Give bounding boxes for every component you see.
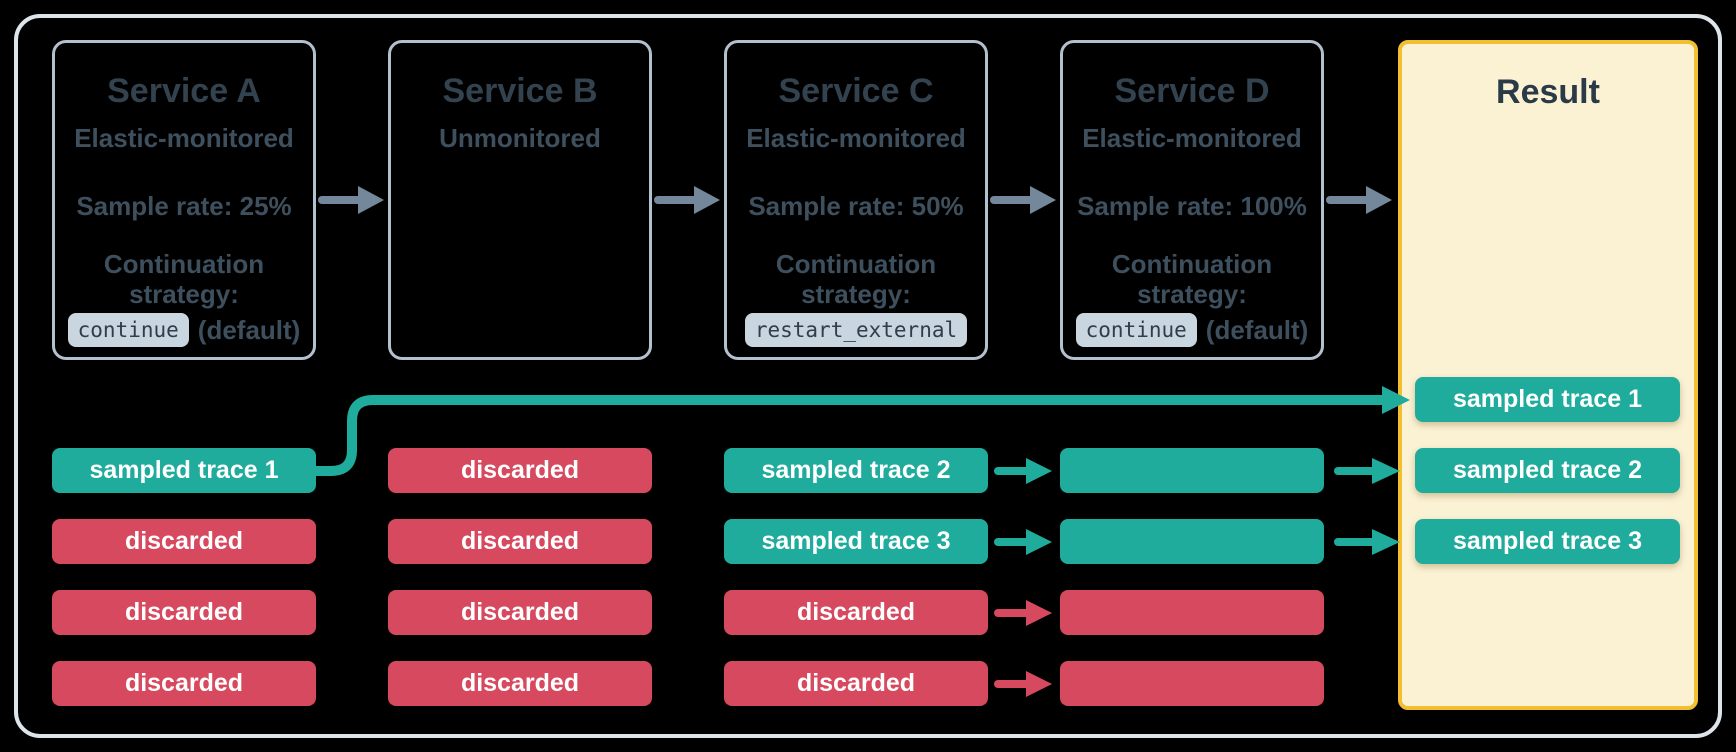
- service-continuation-label: Continuation strategy:: [103, 249, 265, 309]
- service-sample-rate: Sample rate: 25%: [76, 191, 292, 221]
- service-box-c: Service C Elastic-monitored Sample rate:…: [724, 40, 988, 360]
- service-box-b: Service B Unmonitored: [388, 40, 652, 360]
- strategy-code-badge: restart_external: [744, 313, 968, 347]
- trace-box: sampled trace 2: [724, 448, 988, 493]
- result-box: Result: [1398, 40, 1698, 710]
- service-continuation-label: Continuation strategy:: [775, 249, 937, 309]
- trace-box: discarded: [52, 590, 316, 635]
- trace-box: discarded: [388, 519, 652, 564]
- result-trace-box: sampled trace 3: [1415, 519, 1680, 564]
- trace-box: discarded: [724, 661, 988, 706]
- service-strategy-row: continue (default): [55, 313, 313, 347]
- service-strategy-row: continue (default): [1063, 313, 1321, 347]
- result-trace-box: sampled trace 1: [1415, 377, 1680, 422]
- outer-frame: [14, 14, 1722, 738]
- trace-box: [1060, 590, 1324, 635]
- service-title: Service B: [442, 72, 598, 110]
- strategy-default-suffix: (default): [1205, 314, 1309, 345]
- service-monitoring-label: Elastic-monitored: [1082, 123, 1302, 153]
- service-box-a: Service A Elastic-monitored Sample rate:…: [52, 40, 316, 360]
- trace-box: discarded: [52, 661, 316, 706]
- service-box-d: Service D Elastic-monitored Sample rate:…: [1060, 40, 1324, 360]
- trace-box: discarded: [52, 519, 316, 564]
- trace-box: discarded: [724, 590, 988, 635]
- trace-box: [1060, 661, 1324, 706]
- service-title: Service A: [107, 72, 261, 110]
- service-strategy-row: restart_external: [727, 313, 985, 347]
- strategy-code-badge: continue: [67, 313, 189, 347]
- trace-box: discarded: [388, 448, 652, 493]
- service-monitoring-label: Elastic-monitored: [74, 123, 294, 153]
- strategy-default-suffix: (default): [197, 314, 301, 345]
- service-sample-rate: Sample rate: 100%: [1077, 191, 1307, 221]
- service-monitoring-label: Elastic-monitored: [746, 123, 966, 153]
- trace-box: sampled trace 3: [724, 519, 988, 564]
- service-monitoring-label: Unmonitored: [439, 123, 601, 153]
- service-sample-rate: Sample rate: 50%: [748, 191, 964, 221]
- trace-box: [1060, 519, 1324, 564]
- service-title: Service C: [778, 72, 934, 110]
- result-trace-box: sampled trace 2: [1415, 448, 1680, 493]
- service-title: Service D: [1114, 72, 1270, 110]
- trace-box: sampled trace 1: [52, 448, 316, 493]
- strategy-code-badge: continue: [1075, 313, 1197, 347]
- service-continuation-label: Continuation strategy:: [1111, 249, 1273, 309]
- result-title: Result: [1496, 73, 1600, 111]
- trace-box: [1060, 448, 1324, 493]
- trace-box: discarded: [388, 661, 652, 706]
- trace-box: discarded: [388, 590, 652, 635]
